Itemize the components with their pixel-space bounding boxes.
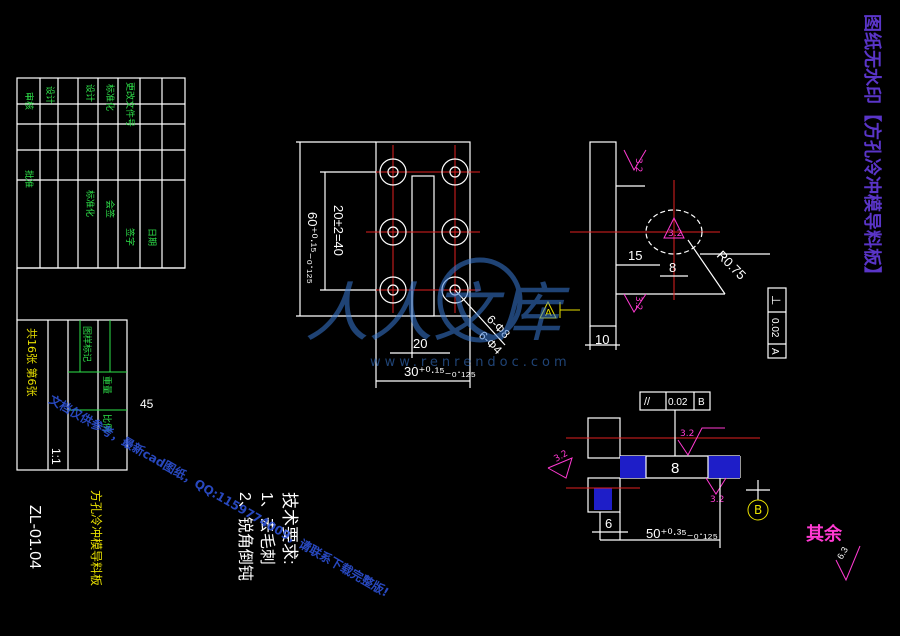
dim-section-50: 50⁺⁰·³⁵₋₀·₁₂₅ <box>646 526 718 541</box>
side-view: 3.2 3.2 3.2 15 8 R0.75 10 ⊥ 0.02 A <box>570 141 787 359</box>
dim-section-6: 6 <box>605 516 612 531</box>
rough-section-3: 3.2 <box>710 495 724 505</box>
tb-drawing-no: ZL-01.04 <box>26 505 43 569</box>
dim-hole-span: 20±2=40 <box>331 205 346 256</box>
tb-change-no: 更改文件号 <box>124 82 136 127</box>
rough-side-3: 3.2 <box>633 296 643 310</box>
datum-b: B <box>754 503 762 517</box>
tb-cell-design: 设计 <box>44 86 56 104</box>
tb-signature: 签字 <box>124 228 136 246</box>
rough-section-2: 3.2 <box>553 449 570 465</box>
tb-top-standard: 标准化 <box>104 84 116 111</box>
other-roughness: 其余 6.3 <box>806 523 861 582</box>
dim-side-radius: R0.75 <box>714 248 749 283</box>
material-label: 45 <box>140 397 154 411</box>
tech-req-item-1: 1、去毛刺 <box>258 492 276 565</box>
tb-cell-approve: 批准 <box>23 170 35 188</box>
dim-front-height: 60⁺⁰·¹⁵₋₀·₁₂₅ <box>305 212 320 284</box>
parallel-datum: B <box>698 397 705 408</box>
title-block: 审核 批准 设计 标准化 会签 设计 标准化 更改文件号 签字 日期 图样标记 … <box>16 77 186 586</box>
tb-label-scale: 比例 <box>101 414 113 432</box>
dim-section-8: 8 <box>671 460 679 477</box>
tb-cell-audit: 审核 <box>23 92 35 110</box>
front-view: 60⁺⁰·¹⁵₋₀·₁₂₅ 20±2=40 20 30⁺⁰·¹⁵₋₀·₁₂₅ 6… <box>296 141 580 388</box>
tb-sheet-info: 共16张 第6张 <box>25 328 39 397</box>
perp-symbol: ⊥ <box>769 295 783 305</box>
tech-requirements: 技术要求: 1、去毛刺 2、锐角倒钝 <box>236 492 299 581</box>
dim-width-inner: 20 <box>413 336 427 351</box>
other-label: 其余 <box>806 523 843 545</box>
parallel-value: 0.02 <box>668 397 688 408</box>
tech-req-heading: 技术要求: <box>280 492 299 565</box>
dim-side-8: 8 <box>669 260 676 275</box>
tb-date: 日期 <box>146 228 157 246</box>
rough-section-1: 3.2 <box>680 429 694 439</box>
parallel-symbol: // <box>644 396 651 408</box>
tb-label-mark: 图样标记 <box>81 326 93 362</box>
tb-label-weight: 重量 <box>101 376 113 394</box>
tb-cell-standard: 标准化 <box>84 190 96 217</box>
dim-side-15: 15 <box>628 248 642 263</box>
rough-side-2: 3.2 <box>668 229 682 239</box>
dim-width-total: 30⁺⁰·¹⁵₋₀·₁₂₅ <box>404 364 476 379</box>
perp-value: 0.02 <box>769 318 780 338</box>
other-roughness-value: 6.3 <box>835 545 850 561</box>
watermark: 人人文库 www.renrendoc.com <box>305 257 571 370</box>
tb-scale: 1:1 <box>49 448 63 465</box>
section-view: 6 8 // 0.02 B 3.2 3.2 3.2 50⁺⁰·³⁵₋₀·₁₂₅ … <box>547 391 770 548</box>
perp-datum: A <box>769 348 780 355</box>
tb-top-design: 设计 <box>84 84 96 102</box>
tb-cell-sign: 会签 <box>104 200 116 218</box>
tech-req-item-2: 2、锐角倒钝 <box>236 492 254 581</box>
datum-a: A <box>545 308 552 319</box>
watermark-logo-text: 人人文库 <box>305 277 570 351</box>
promo-text: 图纸无水印【方孔冷冲模导料板】 <box>861 14 883 284</box>
tb-part-name: 方孔冷冲模导料板 <box>89 490 104 586</box>
watermark-url: www.renrendoc.com <box>370 355 571 370</box>
dim-side-thickness: 10 <box>595 332 609 347</box>
watermark-logo-circle <box>437 257 523 343</box>
rough-side-1: 3.2 <box>633 158 643 172</box>
